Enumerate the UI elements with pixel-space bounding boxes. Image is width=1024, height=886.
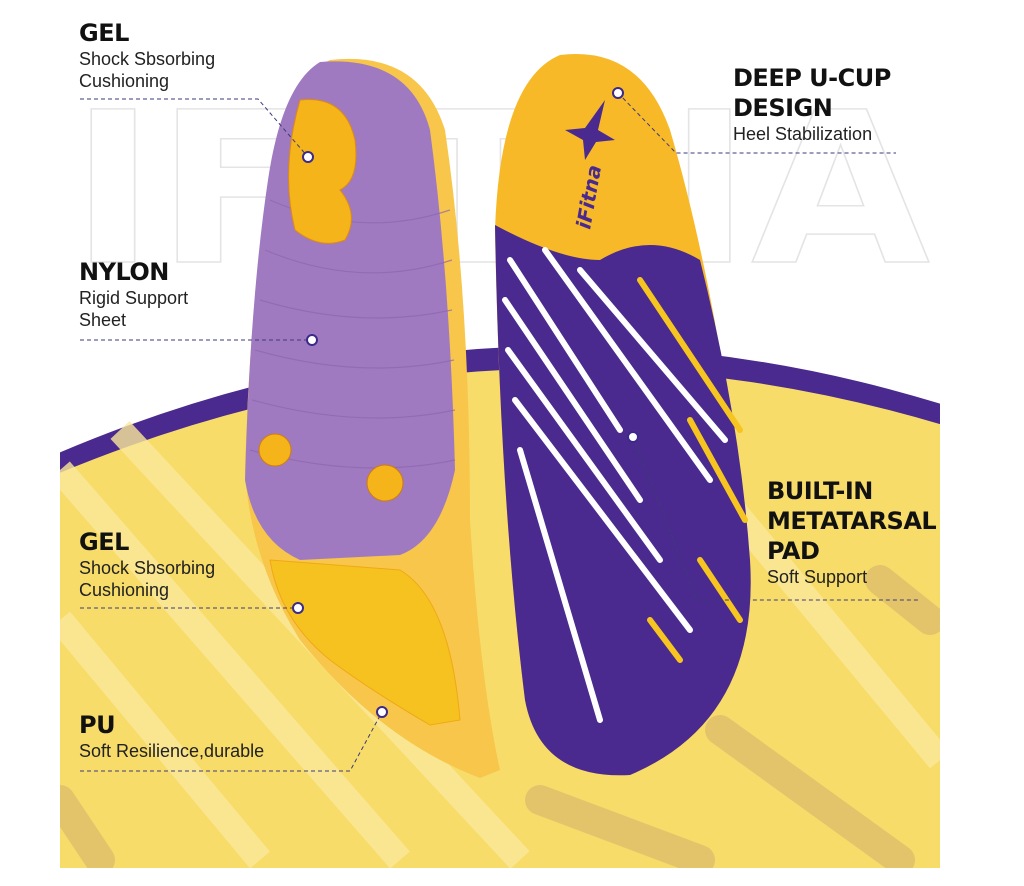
callout-title: GEL: [79, 528, 129, 556]
callout-subtitle: Soft Resilience,durable: [79, 741, 265, 761]
callout-pu: PU Soft Resilience,durable: [79, 710, 264, 762]
callout-subtitle: Heel Stabilization: [733, 124, 873, 144]
callout-subtitle: Cushioning: [79, 580, 170, 600]
callout-subtitle: Shock Sbsorbing: [79, 49, 216, 69]
callout-title: GEL: [79, 19, 129, 47]
callout-dots: [292, 87, 639, 718]
callout-deep-u-cup: DEEP U-CUP DESIGN Heel Stabilization: [733, 63, 891, 145]
callout-title: BUILT-IN: [767, 477, 873, 505]
star-logo-icon: [565, 100, 615, 160]
callout-title: PAD: [767, 537, 820, 565]
callout-nylon: NYLON Rigid Support Sheet: [79, 257, 188, 331]
callout-subtitle: Rigid Support: [79, 288, 189, 308]
callout-title: DESIGN: [733, 94, 833, 122]
callout-forefoot-gel: GEL Shock Sbsorbing Cushioning: [79, 527, 215, 601]
callout-metatarsal-pad: BUILT-IN METATARSAL PAD Soft Support: [767, 476, 937, 588]
callout-subtitle: Cushioning: [79, 71, 170, 91]
callout-title: METATARSAL: [767, 507, 937, 535]
callout-title: DEEP U-CUP: [733, 64, 891, 92]
callout-title: PU: [79, 711, 116, 739]
right-insole-top: iFitna: [495, 53, 751, 776]
callout-subtitle: Soft Support: [767, 567, 868, 587]
left-insole-bottom: [245, 58, 500, 778]
callout-heel-gel: GEL Shock Sbsorbing Cushioning: [79, 18, 215, 92]
callout-subtitle: Shock Sbsorbing: [79, 558, 216, 578]
callout-subtitle: Sheet: [79, 310, 127, 330]
callout-title: NYLON: [79, 258, 169, 286]
leader-lines: [80, 92, 920, 772]
